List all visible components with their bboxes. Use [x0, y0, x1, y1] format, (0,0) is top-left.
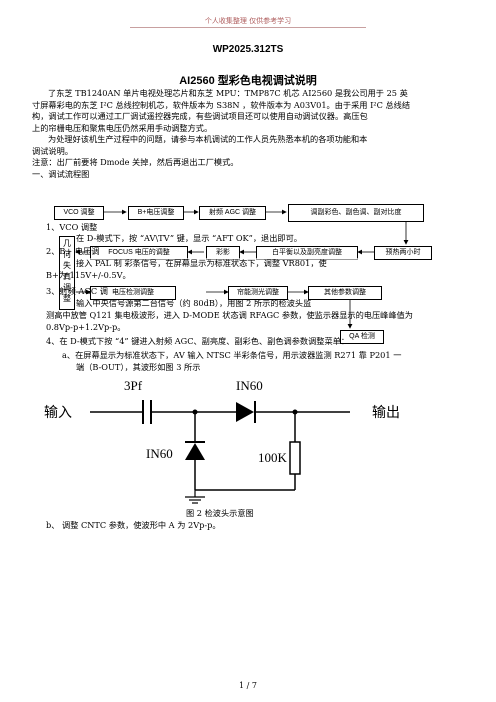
geometry-char: 何 [63, 250, 71, 259]
step-4a: a、在屏幕显示为标准状态下，AV 输入 NTSC 半彩条信号，用示波器监测 R2… [62, 350, 402, 360]
para2-line: 调试说明。 [32, 145, 73, 156]
step-4a-2: 端（B-OUT），其波形如图 3 所示 [76, 362, 201, 372]
step-1-title: 1、VCO 调整 [46, 222, 98, 234]
step-3-body-2: 测高中放管 Q121 集电极波形，进入 D-MODE 状态调 RFAGC 参数，… [46, 310, 413, 320]
figure-caption: 图 2 检波头示意图 [186, 508, 254, 518]
step-1-body: 在 D-模式下，按 “AV\TV” 键，显示 “AFT OK”，退出即可。 [76, 233, 302, 245]
section-heading: 一、调试流程图 [32, 168, 90, 179]
step-4-title: 4、在 D-模式下按 “4” 键进入射频 AGC、副亮度、副彩色、副色调参数调整… [46, 336, 350, 346]
geometry-char: 真 [63, 272, 71, 281]
diode-top-label: IN60 [236, 378, 263, 393]
step-2-title: 2、B+ 电压调 [46, 246, 100, 256]
flow-other-params: 其他参数调整 [308, 286, 382, 300]
intro-paragraph: 了东芝 TB1240AN 单片电视处理芯片和东芝 MPU：TMP87C 机芯 A… [32, 88, 472, 180]
resistor-icon [289, 441, 301, 475]
step-3-title: 3、射频 AGC 调 [46, 286, 108, 296]
doc-code: WP2025.312TS [212, 44, 284, 55]
doc-title: AI2560 型彩色电视调试说明 [179, 75, 317, 87]
flowchart-arrows [75, 209, 409, 329]
flow-qa: QA 检测 [340, 330, 384, 344]
diode-left-label: IN60 [146, 446, 173, 461]
flow-geometry: 几 何 失 真 调 整 [59, 236, 75, 310]
flow-light-adjust: 帘能测光调整 [228, 286, 288, 300]
header-rule [130, 27, 366, 28]
flow-vco: VCO 调整 [54, 206, 104, 220]
step-4b: b、 调整 CNTC 参数，使波形中 A 为 2Vp-p。 [46, 520, 221, 530]
intro-line: 上的帘栅电压和聚焦电压仍然采用手动调整方式。 [32, 122, 213, 133]
diode-shunt-icon [185, 443, 205, 460]
intro-line: 寸屏幕彩电的东芝 I²C 总线控制机芯，软件版本为 S38N ，软件版本为 A0… [32, 99, 411, 110]
input-label: 输入 [44, 405, 72, 421]
step-3-body: 输入中央信号源第二台信号（约 80dB），用图 2 所示的检波头监 [76, 298, 312, 308]
detector-circuit [90, 400, 350, 504]
flow-warmup: 预热两小时 [374, 246, 432, 260]
intro-line: 了东芝 TB1240AN 单片电视处理芯片和东芝 MPU：TMP87C 机芯 A… [48, 88, 408, 98]
flow-rfagc: 射频 AGC 调整 [199, 206, 266, 220]
para2-line: 为处理好该机生产过程中的问题，请参与本机调试的工作人员先熟悉本机的各项功能和本 [48, 134, 368, 144]
resistor-label: 100K [258, 450, 287, 465]
intro-line: 构，调试工作可以通过工厂调试遥控器完成，有些调试项目还可以使用自动调试仪器。高压… [32, 111, 368, 121]
capacitor-label: 3Pf [124, 378, 143, 393]
step-3-value: 0.8Vp-p+1.2Vp-p。 [46, 322, 126, 332]
page-header: 个人收集整理 仅供参考学习 [204, 17, 292, 25]
geometry-char: 几 [63, 239, 71, 248]
output-label: 输出 [372, 405, 400, 421]
geometry-char: 整 [63, 294, 71, 303]
geometry-char: 调 [63, 283, 71, 292]
flow-voltage-detect: 电压检测调整 [90, 286, 176, 300]
note-line: 注意：出厂前要将 Dmode 关掉，然后再退出工厂模式。 [32, 157, 239, 167]
flow-bplus: B+电压调整 [128, 206, 184, 220]
page-number: 1 / 7 [239, 681, 257, 690]
diode-series-icon [236, 402, 254, 422]
step-2-value: B+为 115V+/-0.5V。 [46, 270, 131, 280]
flow-sub-color: 调副彩色、副色调、副对比度 [288, 204, 424, 222]
geometry-char: 失 [63, 261, 71, 270]
step-2-body: 接入 PAL 制 彩条信号，在屏幕显示为标准状态下，调整 VR801，使 [76, 258, 366, 270]
